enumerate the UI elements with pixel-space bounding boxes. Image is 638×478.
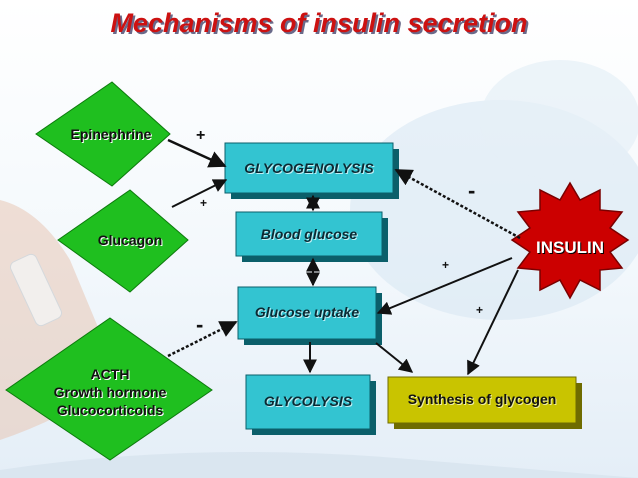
glucose-uptake-box bbox=[237, 286, 377, 340]
synthesis-glycogen-label: Synthesis of glycogen bbox=[407, 391, 557, 407]
glycogenolysis-box bbox=[224, 142, 394, 194]
insulin-uptake-plus-sign: + bbox=[442, 258, 450, 272]
epinephrine-plus-sign: + bbox=[196, 127, 206, 144]
insulin-glycogenolysis-minus-sign: - bbox=[468, 178, 476, 203]
glucagon-plus-sign: + bbox=[200, 196, 208, 210]
glucose-uptake-label: Glucose uptake bbox=[254, 304, 360, 320]
arrow-uptake-synthesis bbox=[375, 342, 414, 373]
growth-hormone-label: Growth hormone bbox=[53, 384, 167, 400]
arrow-glucagon-glycogenolysis bbox=[171, 179, 228, 208]
arrow-epinephrine-glycogenolysis bbox=[167, 138, 227, 168]
acth-minus-sign: - bbox=[196, 312, 204, 337]
glycogenolysis-label: GLYCOGENOLYSIS bbox=[244, 160, 374, 176]
insulin-starburst bbox=[510, 181, 630, 300]
synthesis-glycogen-box bbox=[387, 376, 577, 424]
glucocorticoids-label: Glucocorticoids bbox=[56, 402, 164, 418]
glucagon-diamond bbox=[57, 189, 189, 293]
blood-glucose-box bbox=[235, 211, 383, 257]
arrow-acth-uptake bbox=[167, 320, 238, 358]
insulin-label: INSULIN bbox=[536, 238, 604, 257]
glycolysis-label: GLYCOLYSIS bbox=[263, 393, 353, 409]
arrow-insulin-uptake bbox=[376, 257, 513, 315]
arrow-insulin-glycogenolysis bbox=[394, 168, 521, 240]
insulin-synthesis-plus-sign: + bbox=[476, 303, 484, 317]
blood-glucose-label: Blood glucose bbox=[260, 226, 358, 242]
acth-label: ACTH bbox=[90, 366, 130, 382]
page-title: Mechanisms of insulin secretion bbox=[110, 8, 528, 38]
acth-diamond bbox=[5, 317, 213, 461]
epinephrine-diamond bbox=[35, 81, 171, 187]
epinephrine-label: Epinephrine bbox=[70, 126, 152, 142]
arrow-insulin-synthesis bbox=[467, 269, 519, 376]
glycolysis-box bbox=[245, 374, 371, 430]
glucagon-label: Glucagon bbox=[97, 232, 163, 248]
